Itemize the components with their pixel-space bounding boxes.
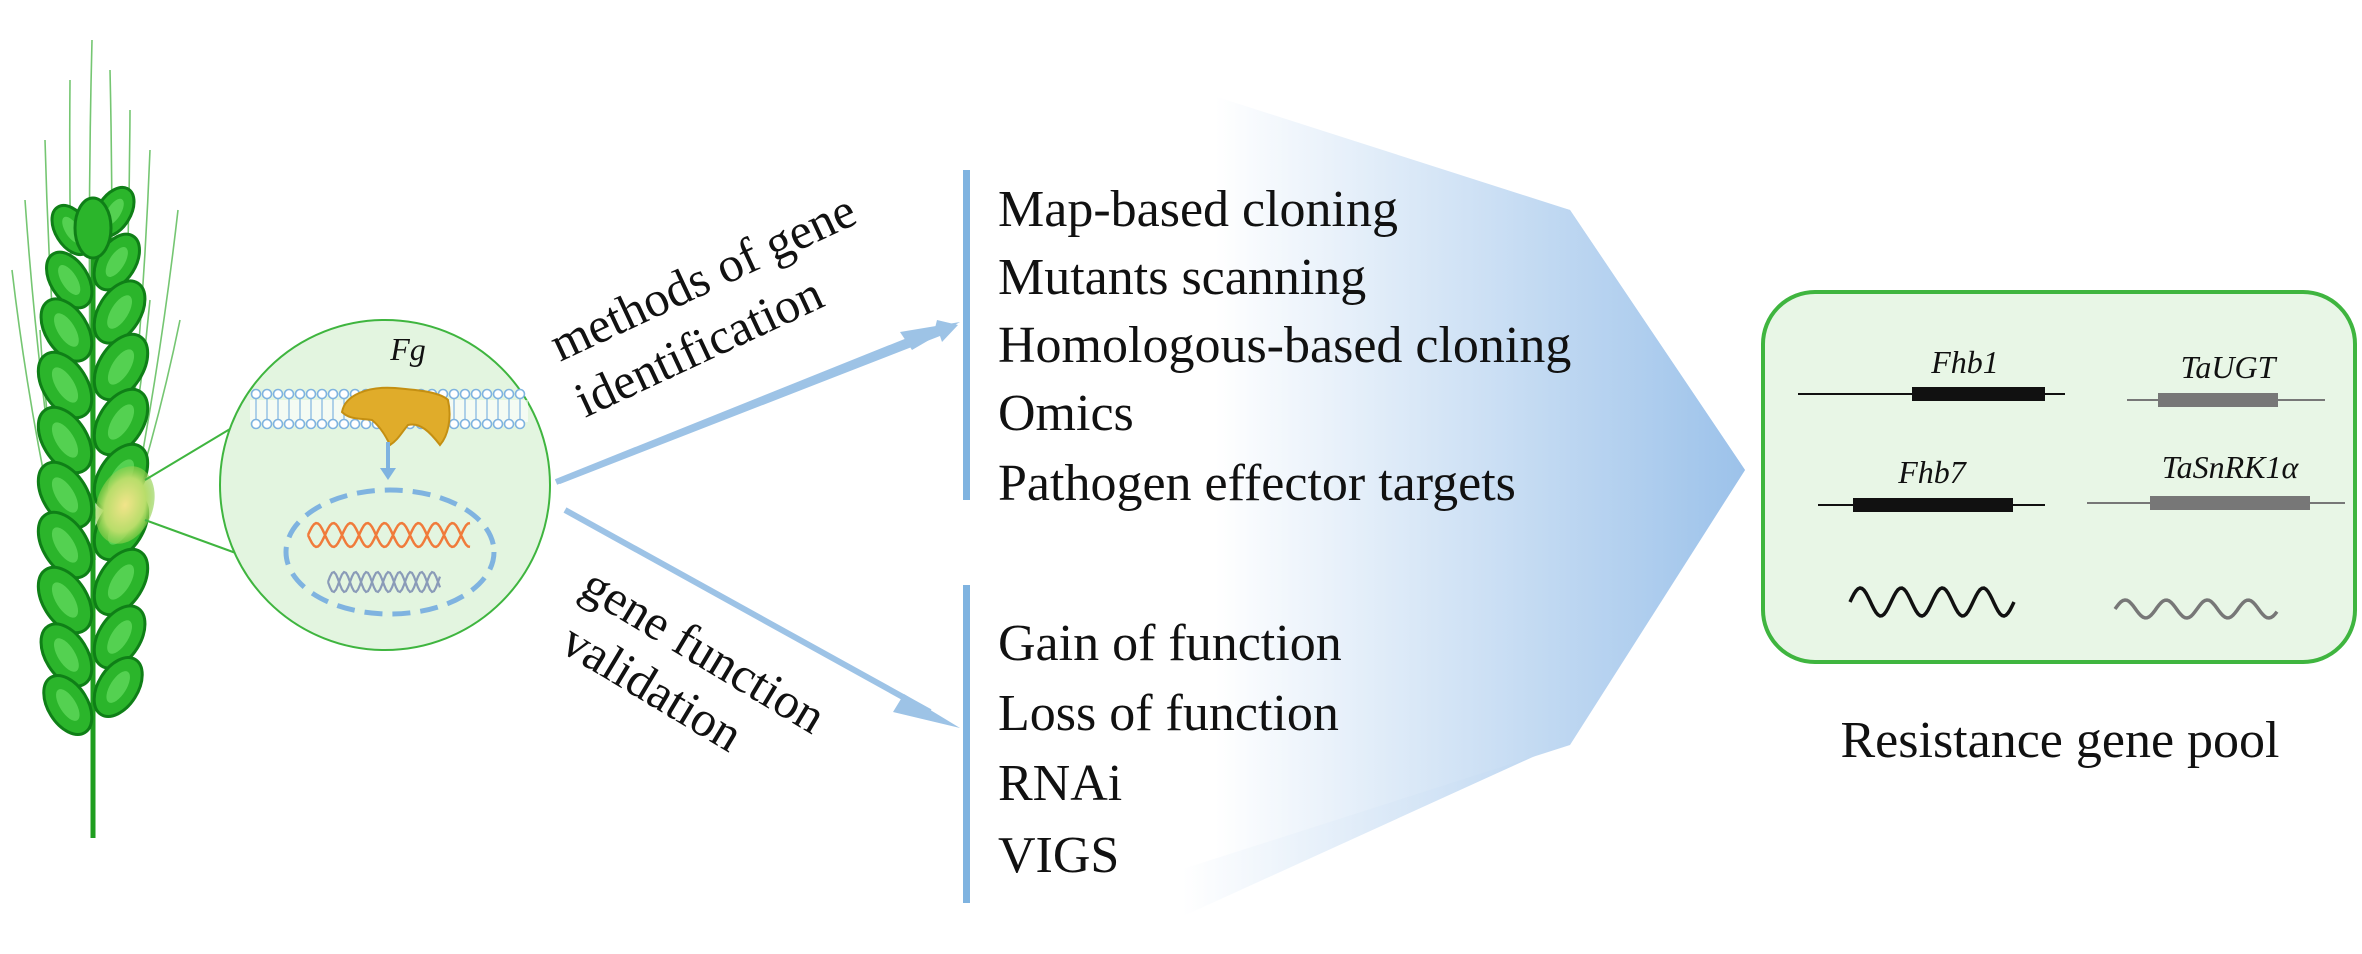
fhb1-gene-label: Fhb1 xyxy=(1930,344,1999,380)
wheat-spikelet-highlight xyxy=(53,638,79,672)
wheat-spikelet-highlight xyxy=(105,247,128,277)
pathogen-effector-shape xyxy=(340,386,451,447)
wheat-spikelet-highlight xyxy=(51,367,79,403)
wheat-spikelet-highlight xyxy=(58,265,81,295)
validation-method: RNAi xyxy=(998,755,1122,812)
lipid-head xyxy=(250,418,262,430)
wheat-spikelet-highlight xyxy=(107,349,135,385)
arrow-to-validation-head xyxy=(893,694,960,728)
lipid-head xyxy=(338,388,350,400)
wheat-spikelet-highlight xyxy=(56,689,80,721)
lipid-head xyxy=(503,418,515,430)
lipid-head xyxy=(272,418,284,430)
lipid-head xyxy=(338,418,350,430)
black-wave-symbol xyxy=(1848,586,2016,618)
wheat-spikelet-highlight xyxy=(107,404,135,440)
resistance-gene-pool: Fhb1 TaUGT Fhb7 TaSnRK1α xyxy=(1761,290,2357,664)
signal-arrow-head xyxy=(380,468,396,480)
lipid-head xyxy=(360,418,372,430)
arrow-to-validation-body xyxy=(563,507,932,715)
identification-methods-list: Map-based cloning Mutants scanning Homol… xyxy=(998,181,1571,512)
pathogen-label: Fg xyxy=(389,331,426,367)
identification-method: Homologous-based cloning xyxy=(998,317,1571,374)
lipid-head xyxy=(503,388,515,400)
lipid-head xyxy=(316,418,328,430)
wheat-spikelet-highlight xyxy=(106,671,130,703)
lipid-head xyxy=(327,418,339,430)
arrow-to-identification-body xyxy=(554,329,932,485)
wheat-spikelet-top xyxy=(73,196,113,260)
arrow-to-identification-head xyxy=(900,322,960,350)
wheat-spikelet-highlight xyxy=(51,582,79,618)
identification-method: Omics xyxy=(998,385,1134,442)
gray-wave-symbol xyxy=(2113,598,2279,620)
fhb1-gene-exon xyxy=(1912,387,2045,401)
wheat-spikelet-highlight xyxy=(51,527,79,563)
lipid-head xyxy=(305,388,317,400)
lipid-head xyxy=(283,418,295,430)
lipid-head xyxy=(459,388,471,400)
lipid-head xyxy=(492,388,504,400)
wheat-spikelet-highlight xyxy=(51,422,79,458)
lipid-head xyxy=(272,388,284,400)
identification-method: Mutants scanning xyxy=(998,249,1366,306)
lipid-head xyxy=(481,388,493,400)
cell-circle: Fg xyxy=(219,319,551,651)
lipid-head xyxy=(481,418,493,430)
infected-grain xyxy=(95,466,155,544)
wheat-spikelet-highlight xyxy=(53,313,79,347)
validation-method: Gain of function xyxy=(998,615,1342,672)
wheat-spike xyxy=(11,39,181,838)
lipid-head xyxy=(470,388,482,400)
dna-strand-gray xyxy=(326,570,442,594)
lipid-head xyxy=(349,418,361,430)
fhb7-gene-exon xyxy=(1853,498,2013,512)
zoom-line-top xyxy=(144,419,246,481)
lipid-head xyxy=(459,418,471,430)
validation-list-bar xyxy=(963,585,970,903)
lipid-head xyxy=(261,388,273,400)
lipid-head xyxy=(327,388,339,400)
lipid-head xyxy=(250,388,262,400)
gene-pool-title: Resistance gene pool xyxy=(1841,712,2280,769)
lipid-head xyxy=(294,418,306,430)
lipid-head xyxy=(448,418,460,430)
lipid-head xyxy=(294,388,306,400)
wheat-spikelet-highlight xyxy=(107,620,133,654)
lipid-head xyxy=(514,388,526,400)
lipid-head xyxy=(283,388,295,400)
identification-list-bar xyxy=(963,170,970,500)
wheat-spikelet-highlight xyxy=(107,295,133,329)
validation-method: VIGS xyxy=(998,827,1119,884)
nucleus xyxy=(283,487,497,617)
identification-method: Pathogen effector targets xyxy=(998,455,1516,512)
validation-method: Loss of function xyxy=(998,685,1339,742)
taugt-gene-label: TaUGT xyxy=(2181,349,2278,385)
wheat-spikelet-highlight xyxy=(107,564,135,600)
lipid-head xyxy=(448,388,460,400)
dna-strand-orange xyxy=(306,521,471,549)
lipid-head xyxy=(316,388,328,400)
large-gradient-arrow-body xyxy=(930,5,1745,950)
wheat-spikelet-highlight xyxy=(51,477,79,513)
lipid-head xyxy=(470,418,482,430)
tasnrk1a-gene-exon xyxy=(2150,496,2310,510)
lipid-head xyxy=(492,418,504,430)
validation-methods-list: Gain of function Loss of function RNAi V… xyxy=(998,615,1342,884)
lipid-head xyxy=(305,418,317,430)
identification-method: Map-based cloning xyxy=(998,181,1398,238)
lipid-head xyxy=(261,418,273,430)
gene-pool-box xyxy=(1761,290,2357,664)
tasnrk1a-gene-label: TaSnRK1α xyxy=(2162,449,2300,485)
lipid-head xyxy=(514,418,526,430)
fhb7-gene-label: Fhb7 xyxy=(1897,454,1968,490)
taugt-gene-exon xyxy=(2158,393,2278,407)
